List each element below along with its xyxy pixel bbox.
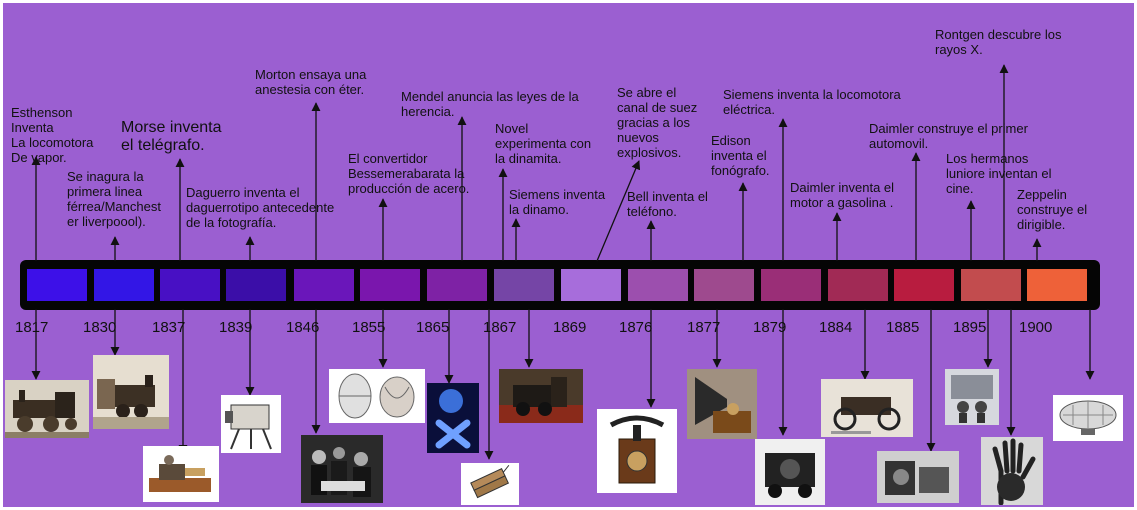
year-label-1839: 1839 (219, 319, 253, 336)
year-label-1900: 1900 (1019, 319, 1053, 336)
year-label-1877: 1877 (687, 319, 721, 336)
year-label-1885: 1885 (886, 319, 920, 336)
timeline-segment-1877 (694, 269, 754, 301)
event-text-dinamo: Siemens inventa la dinamo. (509, 187, 606, 217)
car-photo (821, 379, 913, 437)
timeline-segment-1879 (761, 269, 821, 301)
train-station-photo (93, 355, 169, 429)
timeline-segment-1884 (828, 269, 888, 301)
timeline-segment-1895 (961, 269, 1021, 301)
xray-hand-photo (981, 437, 1043, 505)
timeline-segment-1885 (894, 269, 954, 301)
event-text-linea-ferrea: Se inagura la primera linea férrea/Manch… (67, 169, 161, 229)
timeline-bar (20, 260, 1100, 310)
timeline-segment-1846 (294, 269, 354, 301)
event-text-fonografo: Edison inventa el fonógrafo. (711, 133, 770, 178)
year-label-1876: 1876 (619, 319, 653, 336)
timeline-segment-1830 (94, 269, 154, 301)
year-label-1865: 1865 (416, 319, 450, 336)
phonograph-photo (687, 369, 757, 439)
timeline-segment-1817 (27, 269, 87, 301)
locomotive-photo (5, 380, 89, 438)
year-label-1884: 1884 (819, 319, 853, 336)
event-text-rayos-x: Rontgen descubre los rayos X. (935, 27, 1062, 57)
telephone-photo (597, 409, 677, 493)
airship-photo (1053, 395, 1123, 441)
event-text-locomotora-electrica: Siemens inventa la locomotora eléctrica. (723, 87, 901, 117)
event-text-motor-gasolina: Daimler inventa el motor a gasolina . (790, 180, 895, 210)
year-label-1879: 1879 (753, 319, 787, 336)
year-label-1895: 1895 (953, 319, 987, 336)
event-text-convertidor: El convertidor Bessemerabarata la produc… (348, 151, 470, 196)
event-text-dinamita: Novel experimenta con la dinamita. (495, 121, 592, 166)
timeline-segment-1855 (360, 269, 420, 301)
event-text-dirigible: Zeppelin construye el dirigible. (1017, 187, 1088, 232)
timeline-segment-1837 (160, 269, 220, 301)
event-text-anestesia: Morton ensaya una anestesia con éter. (255, 67, 367, 97)
chromosome-photo (427, 383, 479, 453)
converter-photo (329, 369, 425, 423)
anesthesia-photo (301, 435, 383, 503)
cinema-photo (945, 369, 999, 425)
event-text-cine: Los hermanos luniore inventan el cine. (946, 151, 1052, 196)
event-text-automovil: Daimler construye el primer automovil. (869, 121, 1028, 151)
telegraph-photo (143, 446, 219, 502)
timeline-segment-1869 (561, 269, 621, 301)
camera-photo (221, 395, 281, 453)
timeline-segment-1900 (1027, 269, 1087, 301)
event-text-locomotora-vapor: Esthenson Inventa La locomotora De vapor… (11, 105, 94, 165)
engine-photo (877, 451, 959, 503)
year-label-1867: 1867 (483, 319, 517, 336)
timeline-canvas: Esthenson Inventa La locomotora De vapor… (3, 3, 1134, 507)
connector-arrows (31, 64, 1095, 460)
timeline-segment-1839 (226, 269, 286, 301)
event-text-herencia: Mendel anuncia las leyes de la herencia. (401, 89, 579, 119)
year-label-1855: 1855 (352, 319, 386, 336)
event-text-telefono: Bell inventa el teléfono. (627, 189, 708, 219)
event-text-telegrafo: Morse inventa el telégrafo. (121, 119, 222, 154)
timeline-segment-1867 (494, 269, 554, 301)
dynamite-photo (461, 463, 519, 505)
dynamo-photo (499, 369, 583, 423)
year-label-1817: 1817 (15, 319, 49, 336)
year-label-1846: 1846 (286, 319, 320, 336)
year-label-1837: 1837 (152, 319, 186, 336)
year-label-1869: 1869 (553, 319, 587, 336)
electric-locomotive-photo (755, 439, 825, 505)
timeline-segment-1865 (427, 269, 487, 301)
event-text-canal-suez: Se abre el canal de suez gracias a los n… (617, 85, 698, 160)
year-label-1830: 1830 (83, 319, 117, 336)
timeline-segment-1876 (628, 269, 688, 301)
arrow-up-1869 (596, 160, 641, 262)
